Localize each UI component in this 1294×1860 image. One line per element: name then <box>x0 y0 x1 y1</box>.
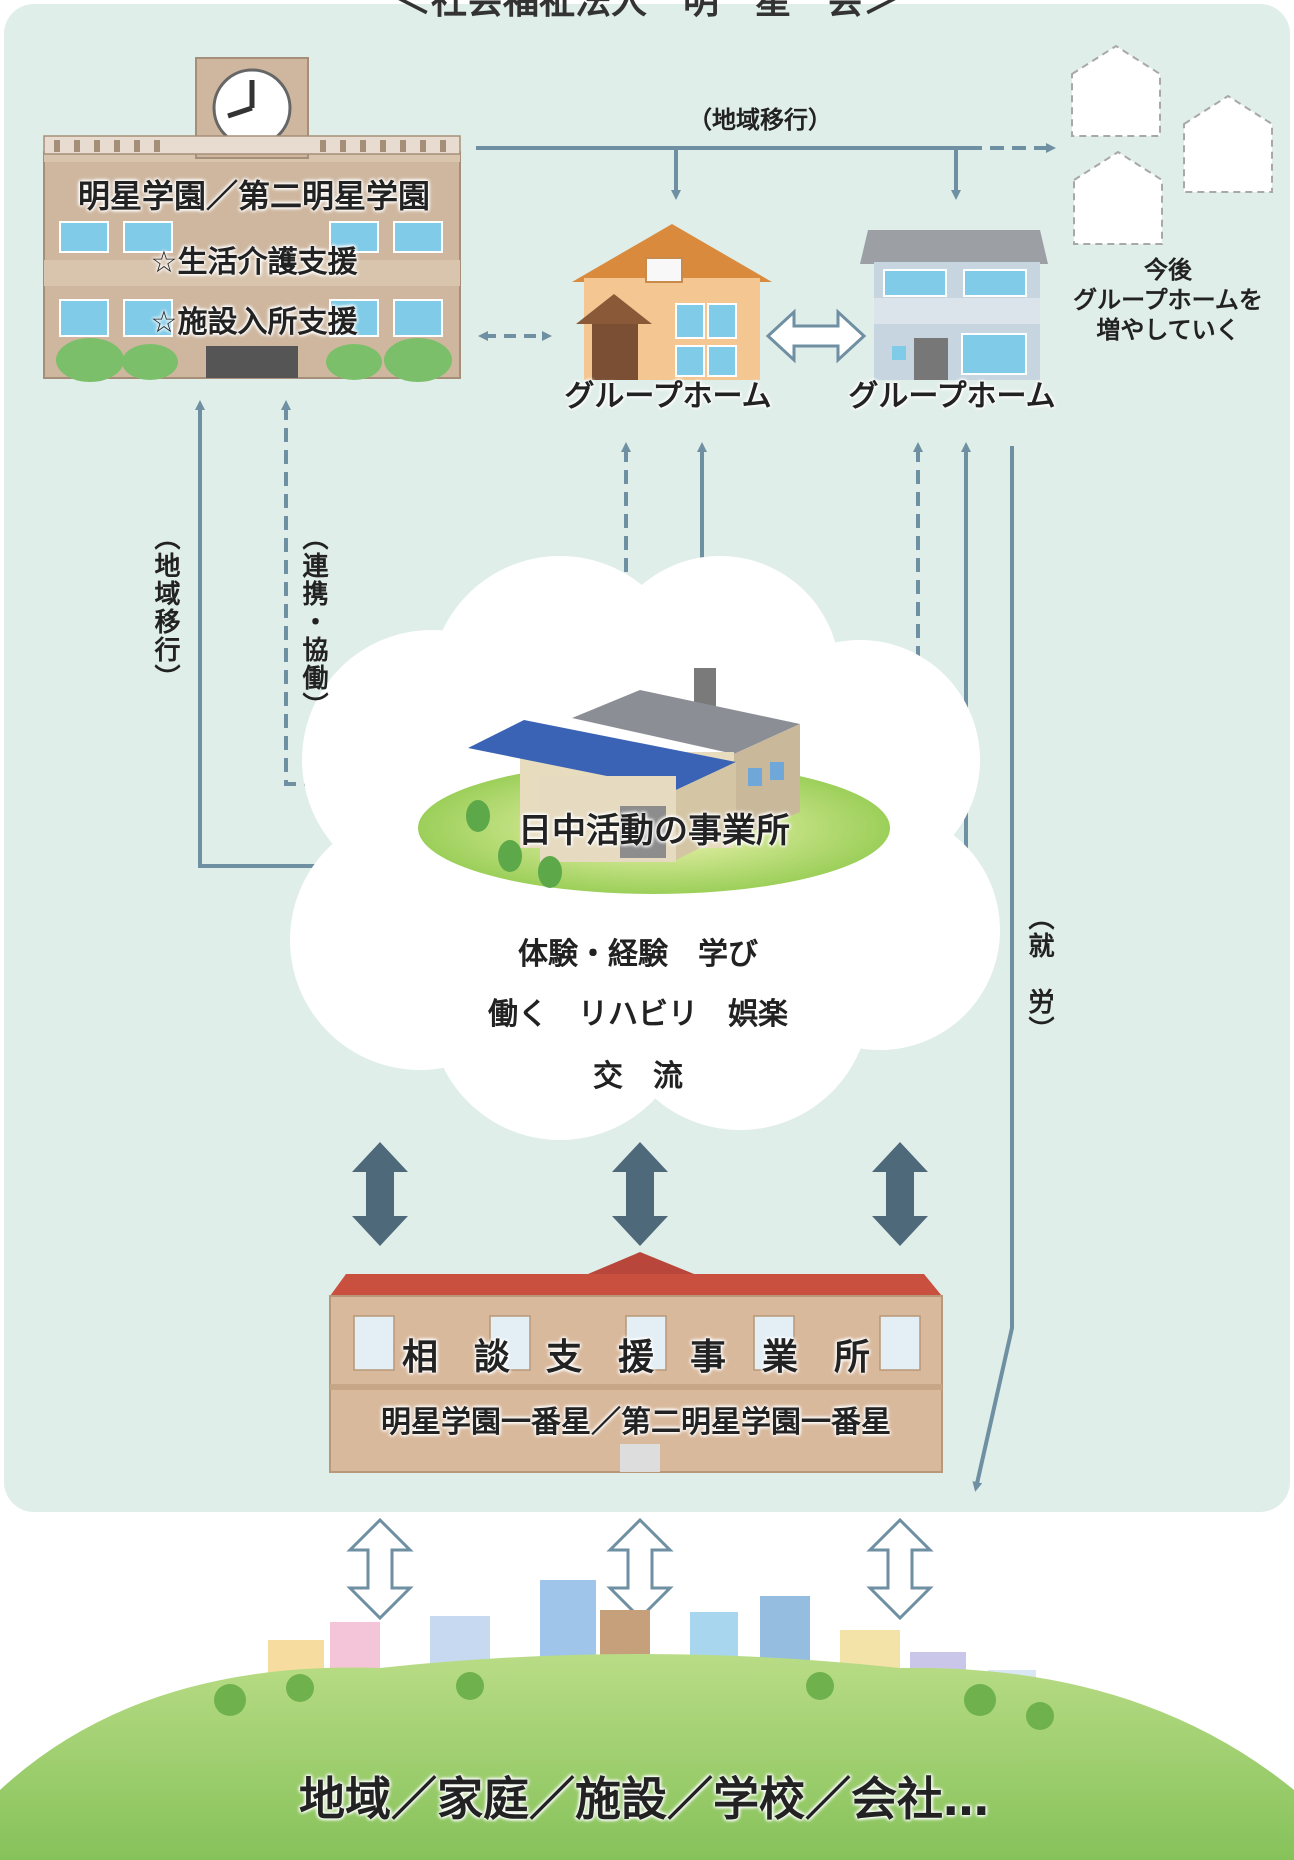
future-homes-icon <box>1071 44 1273 245</box>
label-cooperation: （連携・協働） <box>298 524 328 720</box>
consultation-name: 相 談 支 援 事 業 所 <box>401 1337 871 1378</box>
factory-icon <box>418 668 890 894</box>
facility-service-living-care: ☆生活介護支援 <box>150 245 358 280</box>
activities-line-2: 働く リハビリ 娯楽 <box>488 997 788 1032</box>
day-activity-name: 日中活動の事業所 <box>518 811 790 851</box>
community-arrows <box>346 1517 934 1621</box>
label-employment: （就 労） <box>1024 904 1054 1044</box>
community-label: 地域／家庭／施設／学校／会社… <box>299 1772 989 1826</box>
consultation-building-icon <box>329 1252 943 1473</box>
group-home-2-icon <box>860 230 1048 380</box>
future-homes-line-1: 今後 <box>1144 256 1192 284</box>
group-home-link-arrow <box>765 308 867 364</box>
consultation-arrows <box>352 1142 928 1246</box>
facility-service-residential: ☆施設入所支援 <box>150 305 358 340</box>
group-home-1-label: グループホーム <box>564 379 772 414</box>
facility-name: 明星学園／第二明星学園 <box>77 177 431 215</box>
consultation-subtitle: 明星学園一番星／第二明星学園一番星 <box>381 1405 891 1440</box>
label-transition-left: （地域移行） <box>150 524 180 692</box>
activities-line-3: 交 流 <box>593 1059 683 1094</box>
label-transition-top: （地域移行） <box>688 106 832 134</box>
future-homes-line-2: グループホームを <box>1073 286 1263 314</box>
future-homes-line-3: 増やしていく <box>1096 316 1240 344</box>
city-skyline-icon <box>0 1580 1294 1860</box>
group-home-2-label: グループホーム <box>848 379 1056 414</box>
org-title: ＜社会福祉法人 明 星 会＞ <box>394 0 900 22</box>
facility-building-icon <box>43 57 461 382</box>
activities-line-1: 体験・経験 学び <box>518 937 758 972</box>
group-home-1-icon <box>572 224 772 380</box>
